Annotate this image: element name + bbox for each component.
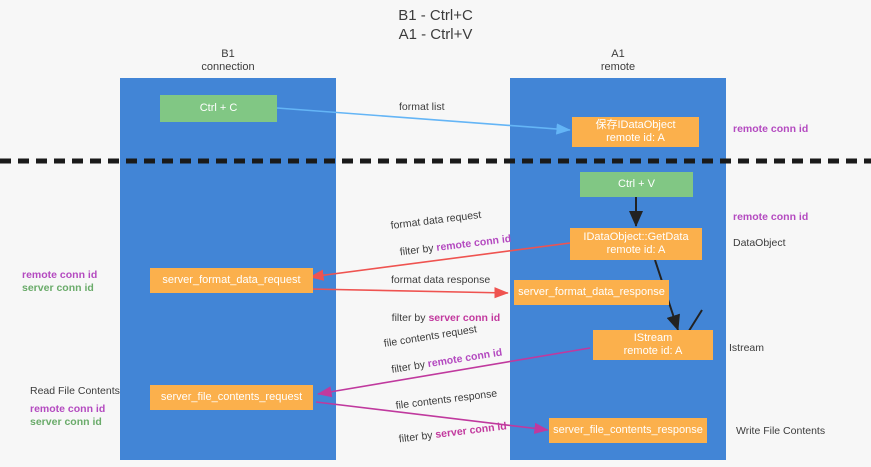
arrow-format-data-response xyxy=(309,287,509,299)
edge-label-format-data-response: format data response xyxy=(391,274,491,286)
node-server-file-contents-response[interactable]: server_file_contents_response xyxy=(549,418,707,443)
filter-key-remote-conn-id: remote conn id xyxy=(435,232,512,254)
annotation-left-server-conn-id-2: server conn id xyxy=(30,416,102,428)
node-ctrl-v[interactable]: Ctrl + V xyxy=(580,172,693,197)
annotation-remote-conn-id-mid: remote conn id xyxy=(733,211,809,223)
filter-prefix-text-4: filter by xyxy=(398,429,437,446)
annotation-left-server-conn-id: server conn id xyxy=(22,282,94,294)
filter-prefix-text-2: filter by xyxy=(391,312,429,324)
annotation-write-file-contents: Write File Contents xyxy=(736,425,826,437)
annotation-read-file-contents: Read File Contents xyxy=(30,385,120,397)
edge-label-format-list: format list xyxy=(399,101,445,113)
node-idataobject-getdata[interactable]: IDataObject::GetData remote id: A xyxy=(570,228,702,260)
diagram-title: B1 - Ctrl+C A1 - Ctrl+V xyxy=(398,7,473,43)
annotation-remote-conn-id-top: remote conn id xyxy=(733,123,809,135)
node-server-file-contents-request[interactable]: server_file_contents_request xyxy=(150,385,313,410)
node-ctrl-c[interactable]: Ctrl + C xyxy=(160,95,277,122)
node-server-format-data-request[interactable]: server_format_data_request xyxy=(150,268,313,293)
annotation-left-remote-conn-id: remote conn id xyxy=(22,269,98,281)
node-save-idataobject[interactable]: 保存IDataObject remote id: A xyxy=(572,117,699,147)
filter-key-server-conn-id: server conn id xyxy=(428,312,501,324)
lane-header-b1: B1 connection xyxy=(201,48,255,73)
lane-header-a1: A1 remote xyxy=(600,48,636,73)
node-server-format-data-response[interactable]: server_format_data_response xyxy=(514,280,669,305)
annotation-dataobject: DataObject xyxy=(733,237,786,249)
edge-label-format-data-response-filter: filter by server conn id xyxy=(380,299,501,338)
filter-key-server-conn-id-2: server conn id xyxy=(434,420,508,441)
node-istream[interactable]: IStream remote id: A xyxy=(593,330,713,360)
filter-prefix-text-3: filter by xyxy=(390,358,429,376)
annotation-left-remote-conn-id-2: remote conn id xyxy=(30,403,106,415)
filter-key-remote-conn-id-2: remote conn id xyxy=(426,346,504,371)
edge-label-file-contents-response-filter: filter by server conn id xyxy=(385,407,509,460)
annotation-istream: Istream xyxy=(729,342,765,354)
filter-prefix-text: filter by xyxy=(399,242,438,259)
